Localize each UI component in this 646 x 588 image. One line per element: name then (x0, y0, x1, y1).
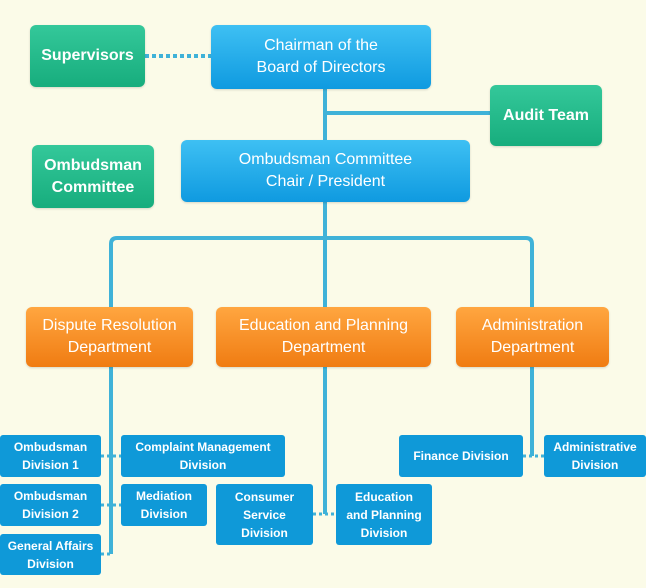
dispute-resolution-dept-node: Dispute Resolution Department (26, 307, 193, 367)
mediation-division-node: Mediation Division (121, 484, 207, 526)
audit-team-node: Audit Team (490, 85, 602, 146)
consumer-service-division-node: Consumer Service Division (216, 484, 313, 545)
administrative-division-node: Administrative Division (544, 435, 646, 477)
ombudsman-committee-node: Ombudsman Committee (32, 145, 154, 208)
education-planning-division-node: Education and Planning Division (336, 484, 432, 545)
finance-division-node: Finance Division (399, 435, 523, 477)
ombudsman-division-2-node: Ombudsman Division 2 (0, 484, 101, 526)
line-department-bus (109, 236, 534, 307)
general-affairs-division-node: General Affairs Division (0, 534, 101, 575)
supervisors-node: Supervisors (30, 25, 145, 87)
administration-dept-node: Administration Department (456, 307, 609, 367)
complaint-management-division-node: Complaint Management Division (121, 435, 285, 477)
ombudsman-division-1-node: Ombudsman Division 1 (0, 435, 101, 477)
committee-chair-node: Ombudsman Committee Chair / President (181, 140, 470, 202)
chairman-node: Chairman of the Board of Directors (211, 25, 431, 89)
education-planning-dept-node: Education and Planning Department (216, 307, 431, 367)
